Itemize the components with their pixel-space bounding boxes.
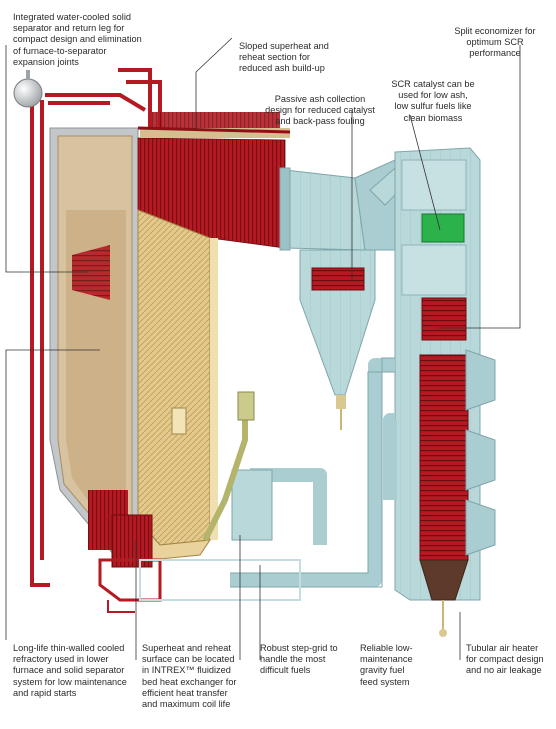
- callout-intrex: Superheat and reheat surface can be loca…: [142, 643, 237, 710]
- superheat-section: [137, 112, 291, 249]
- leader-lines: [5, 37, 521, 660]
- steam-drum: [13, 78, 43, 108]
- air-heater: [419, 354, 469, 561]
- callout-fuel: Reliable low- maintenance gravity fuel f…: [360, 643, 413, 687]
- callout-grid: Robust step-grid to handle the most diff…: [260, 643, 338, 676]
- callout-superheat: Sloped superheat and reheat section for …: [239, 41, 329, 74]
- economizer: [421, 297, 467, 341]
- intrex-heat-exchanger: [98, 514, 162, 613]
- scr-catalyst: [421, 213, 465, 243]
- callout-refractory: Long-life thin-walled cooled refractory …: [13, 643, 127, 698]
- intrex-column: [137, 209, 218, 561]
- furnace: [49, 127, 139, 561]
- callout-economizer: Split economizer for optimum SCR perform…: [454, 26, 536, 59]
- callout-separator: Integrated water-cooled solid separator …: [13, 12, 142, 67]
- callout-ash: Passive ash collection design for reduce…: [265, 94, 375, 127]
- backpass-column: [394, 147, 496, 637]
- callout-airheater: Tubular air heater for compact design an…: [466, 643, 544, 676]
- flue-ducting: [230, 358, 397, 587]
- callout-scr: SCR catalyst can be used for low ash, lo…: [391, 79, 475, 123]
- ash-hopper: [299, 249, 376, 430]
